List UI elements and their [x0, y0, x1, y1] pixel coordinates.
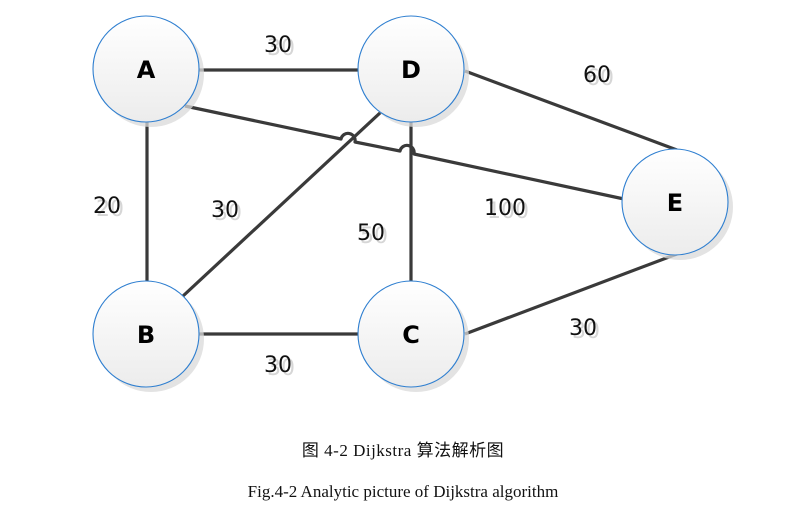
edge-b-c-weight-shadow: 30	[267, 356, 295, 381]
node-c-label: C	[402, 321, 420, 349]
node-a-circle	[92, 15, 200, 123]
dijkstra-graph-diagram: 30 30 20 20 100 100 30 30 50 50 60 60 30…	[92, 15, 733, 392]
edges-layer	[145, 68, 678, 336]
figure-caption-chinese: 图 4-2 Dijkstra 算法解析图	[301, 441, 505, 460]
node-d-label: D	[401, 56, 421, 84]
edge-a-e	[184, 104, 625, 201]
edge-a-d-weight: 30	[264, 33, 292, 58]
edge-a-b-weight-shadow: 20	[96, 197, 124, 222]
node-e: E	[621, 148, 733, 260]
node-e-circle	[621, 148, 729, 256]
edge-a-e-weight-shadow: 100	[487, 199, 529, 224]
edge-a-b-weight: 20	[93, 194, 121, 219]
edge-c-e	[464, 252, 678, 336]
nodes-layer: A D E B C	[92, 15, 733, 392]
edge-b-d	[181, 110, 383, 298]
node-d-circle	[357, 15, 465, 123]
node-c-circle	[357, 280, 465, 388]
edge-d-c-weight: 50	[357, 221, 385, 246]
edge-d-e-weight: 60	[583, 63, 611, 88]
edge-b-c-weight: 30	[264, 353, 292, 378]
figure-caption-english: Fig.4-2 Analytic picture of Dijkstra alg…	[247, 482, 559, 501]
node-a-label: A	[137, 56, 156, 84]
node-a: A	[92, 15, 204, 127]
node-b-label: B	[137, 321, 155, 349]
edge-labels-layer: 30 30 20 20 100 100 30 30 50 50 60 60 30…	[93, 33, 614, 381]
edge-a-e-weight: 100	[484, 196, 526, 221]
edge-b-d-weight: 30	[211, 198, 239, 223]
edge-d-c-weight-shadow: 50	[360, 224, 388, 249]
edge-c-e-weight: 30	[569, 316, 597, 341]
node-b: B	[92, 280, 204, 392]
edge-c-e-weight-shadow: 30	[572, 319, 600, 344]
node-d: D	[357, 15, 469, 127]
edge-d-e-weight-shadow: 60	[586, 66, 614, 91]
node-c: C	[357, 280, 469, 392]
edge-d-e	[464, 69, 678, 152]
edge-b-d-weight-shadow: 30	[214, 201, 242, 226]
node-e-label: E	[667, 189, 683, 217]
edge-a-d-weight-shadow: 30	[267, 36, 295, 61]
node-b-circle	[92, 280, 200, 388]
